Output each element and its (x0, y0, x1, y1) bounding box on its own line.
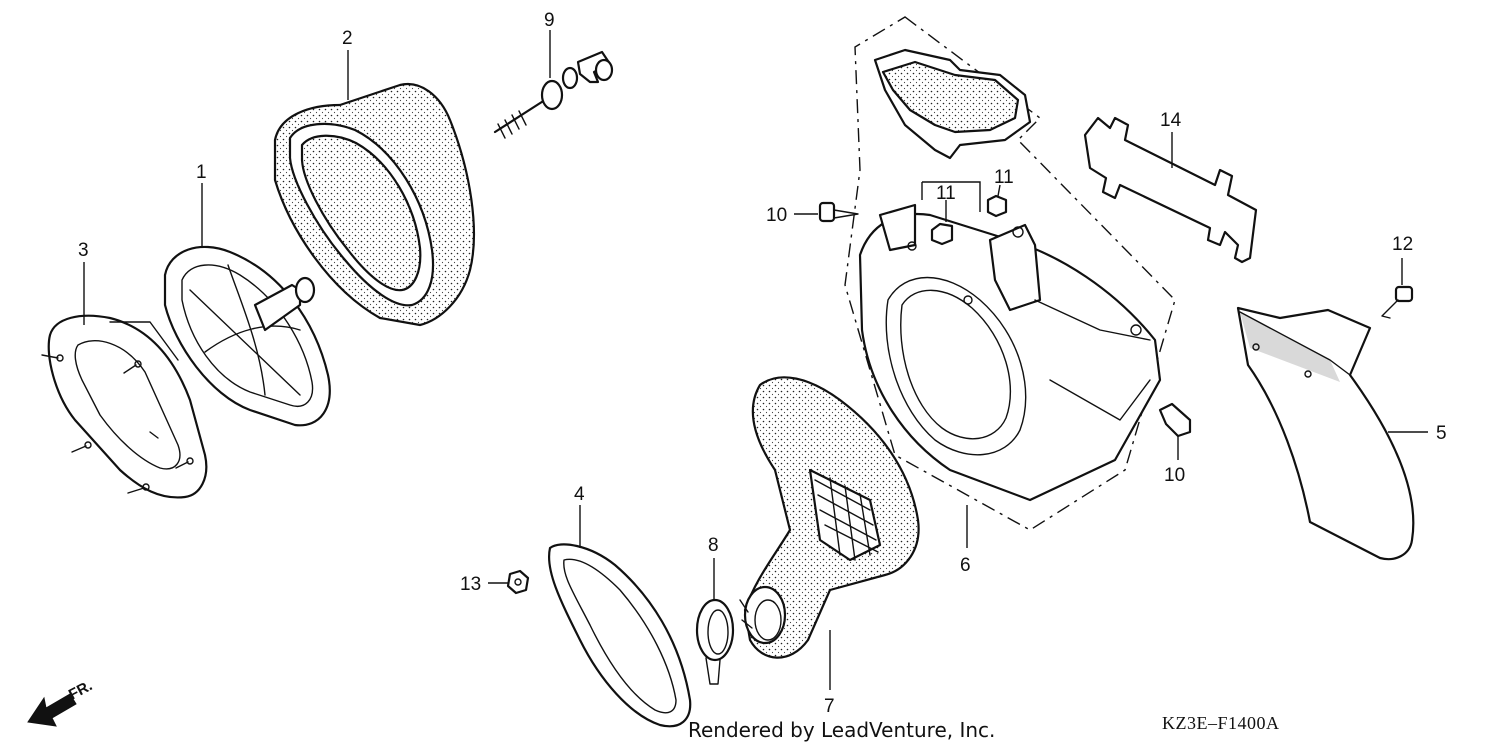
callout-13: 13 (460, 574, 481, 595)
part-11-collars (921, 181, 1008, 246)
diagram-code: KZ3E–F1400A (1162, 713, 1280, 733)
callout-8: 8 (708, 535, 719, 556)
callout-1: 1 (196, 162, 207, 183)
part-1-filter-cage (163, 183, 331, 427)
part-5-guard (1236, 306, 1428, 561)
callout-7: 7 (824, 696, 835, 717)
part-10-screws (794, 201, 1192, 460)
callout-3: 3 (78, 240, 89, 261)
callout-4: 4 (574, 484, 585, 505)
callout-11-left: 11 (936, 183, 956, 204)
callout-2: 2 (342, 28, 353, 49)
callout-5: 5 (1436, 423, 1447, 444)
callout-6: 6 (960, 555, 971, 576)
part-12-screw (1381, 258, 1414, 319)
callout-10-upper: 10 (766, 205, 787, 226)
callout-numbers: 1 2 3 4 5 6 7 8 9 10 10 11 11 12 13 14 (78, 10, 1447, 717)
part-2-foam-element (273, 50, 475, 327)
part-8-hose-band (695, 558, 735, 685)
part-7-intake-duct (739, 376, 920, 690)
callout-14: 14 (1160, 110, 1182, 131)
part-6-air-cleaner-case (844, 16, 1176, 548)
part-9-wing-bolt (493, 30, 614, 139)
part-14-bracket-plate (1083, 116, 1258, 264)
callout-9: 9 (544, 10, 555, 31)
credit-text: Rendered by LeadVenture, Inc. (688, 718, 996, 742)
part-3-cover-plate (41, 262, 208, 499)
callout-10-lower: 10 (1164, 465, 1185, 486)
callout-12: 12 (1392, 234, 1413, 255)
callout-11-right: 11 (994, 167, 1014, 188)
front-direction-arrow: FR. (27, 677, 95, 727)
part-4-gasket (548, 505, 692, 728)
part-13-nut (488, 569, 530, 595)
